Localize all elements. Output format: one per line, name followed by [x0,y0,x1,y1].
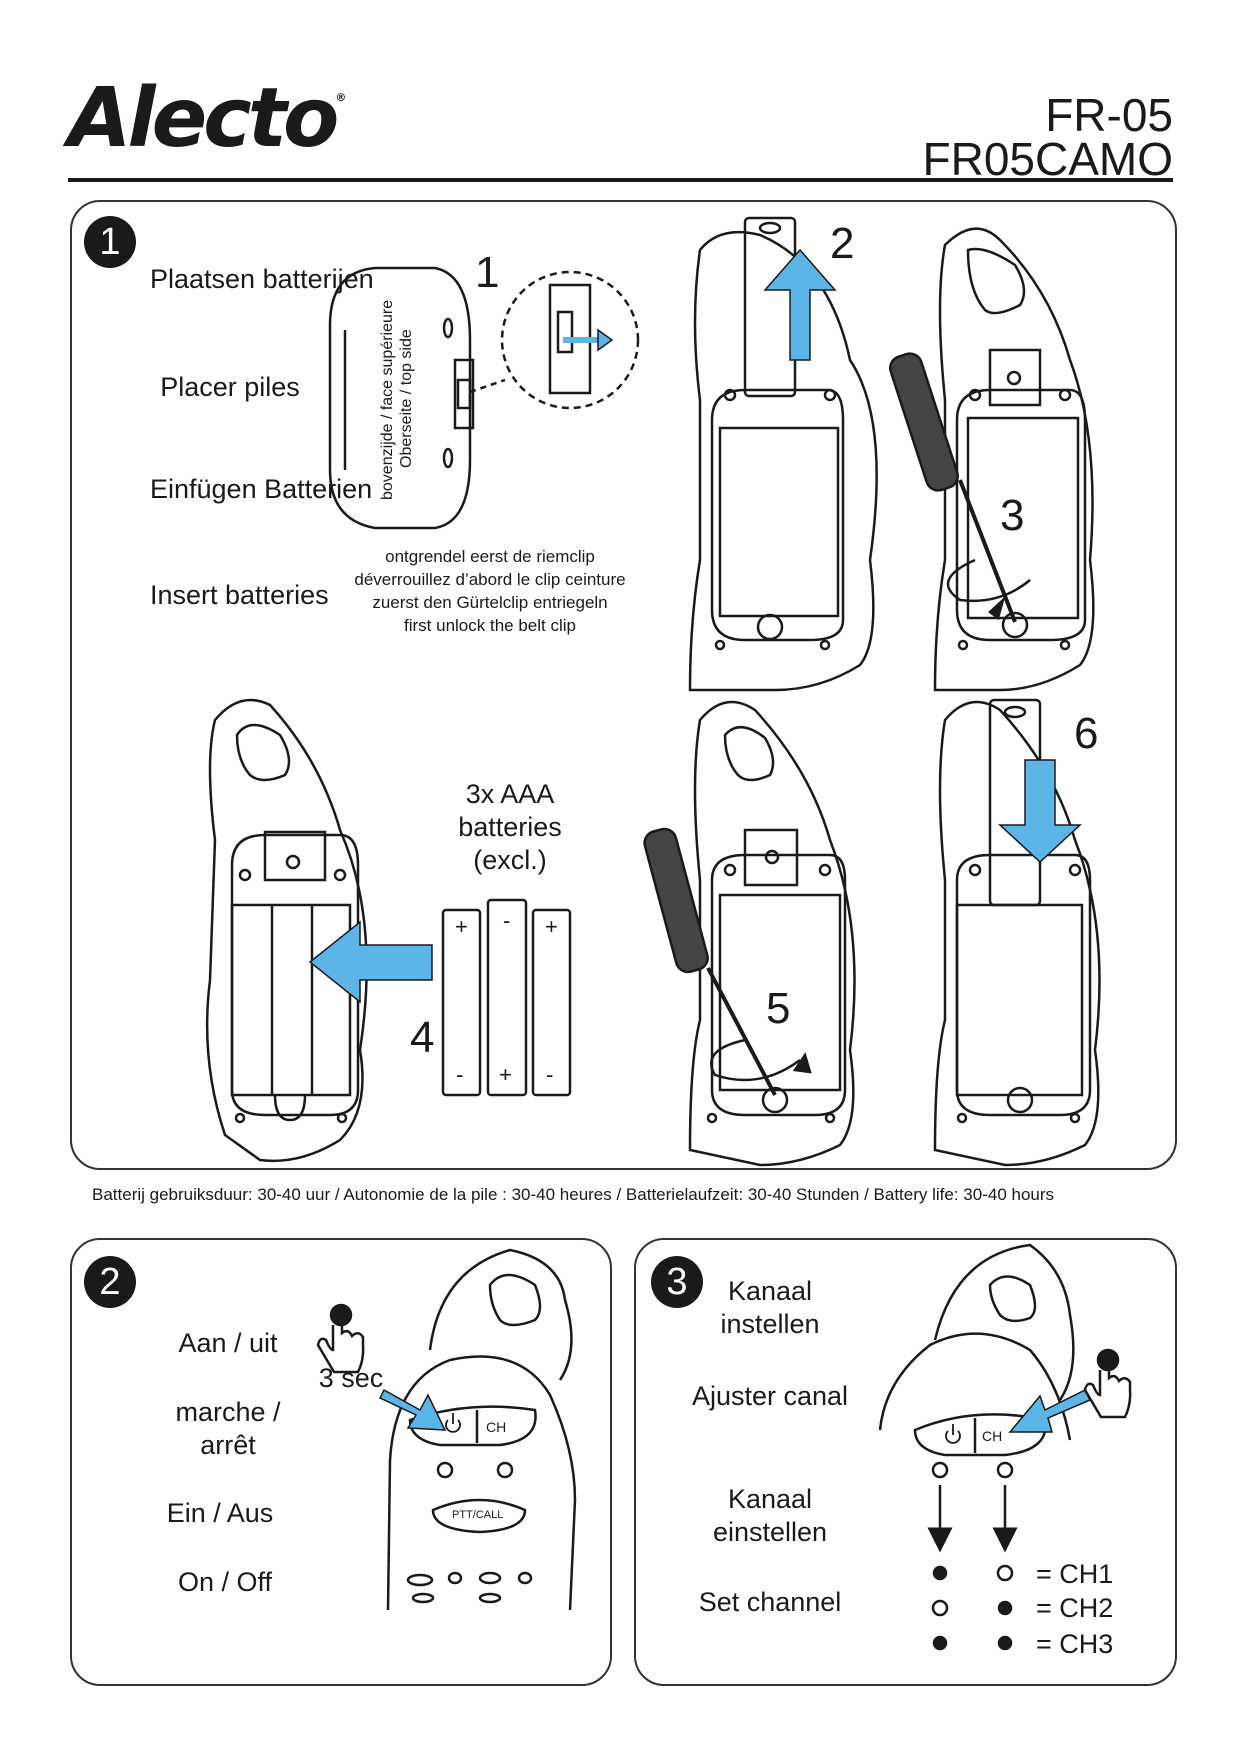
label-en: Insert batteries [150,580,329,610]
top-side-label-1: bovenzijde / face supérieure [379,300,396,500]
battery-plus-2: + [499,1062,512,1087]
channel-ch2: = CH2 [1036,1593,1114,1623]
magnifier-circle [500,270,640,410]
aaa-batteries [441,898,572,1097]
step-6: 6 [1074,709,1099,758]
alecto-logo: Alecto® [68,71,347,166]
step-1: 1 [475,248,500,297]
label-onoff-fr: marche / arrêt [175,1397,281,1460]
radio-step-4 [205,698,368,1163]
model-variant: FR05CAMO [922,133,1173,185]
radio-step-5 [643,700,856,1167]
top-side-label-2: Oberseite / top side [398,329,415,468]
battery-minus-1: - [456,1062,463,1087]
header-rule [68,178,1173,182]
label-onoff-en: On / Off [177,1567,273,1597]
radio-channel-view [878,1243,1075,1651]
ch-button-label-3: CH [982,1428,1002,1444]
radio-power-button-view [386,1248,577,1611]
batteries-label: 3x AAA batteries (excl.) [458,779,562,875]
label-channel-nl: Kanaal instellen [720,1276,820,1339]
channel-ch1: = CH1 [1036,1559,1114,1589]
finger-press-icon-3 [1083,1348,1132,1419]
battery-plus-3: + [545,914,558,939]
battery-minus-2: - [503,908,510,933]
radio-step-6 [933,698,1101,1167]
label-nl: Plaatsen batterijen [150,264,374,294]
channel-ch3: = CH3 [1036,1629,1114,1659]
section-set-channel [634,1238,1177,1686]
battery-minus-3: - [546,1062,553,1087]
unlock-note: ontgrendel eerst de riemclip déverrouill… [354,547,626,635]
step-4: 4 [410,1013,435,1062]
battery-life-note: Batterij gebruiksduur: 30-40 uur / Auton… [92,1185,1055,1204]
section-badge-3: 3 [651,1256,703,1308]
step-3: 3 [1000,491,1025,540]
label-onoff-de: Ein / Aus [166,1498,274,1528]
step-5: 5 [766,984,791,1033]
ptt-button-label: PTT/CALL [452,1509,503,1521]
ch-button-label: CH [486,1419,506,1435]
label-onoff-nl: Aan / uit [178,1328,278,1358]
radio-step-3 [889,227,1095,692]
press-arrow-2 [378,1388,447,1431]
label-fr: Placer piles [160,372,300,402]
section-badge-2: 2 [84,1256,136,1308]
section-badge-1: 1 [84,216,136,268]
radio-top-view [328,266,475,530]
battery-plus-1: + [455,914,468,939]
power-icon [445,1413,461,1433]
label-channel-de: Kanaal einstellen [712,1484,828,1547]
step-2: 2 [830,219,855,268]
press-arrow-3 [1008,1388,1092,1433]
hold-time: 3 sec [318,1363,384,1393]
label-channel-fr: Ajuster canal [691,1381,849,1411]
section-on-off [70,1238,612,1686]
label-channel-en: Set channel [698,1587,842,1617]
finger-press-icon-2 [316,1303,365,1374]
power-icon-3 [945,1424,961,1444]
model-number: FR-05 [1045,89,1173,141]
section-insert-batteries [70,200,1177,1170]
